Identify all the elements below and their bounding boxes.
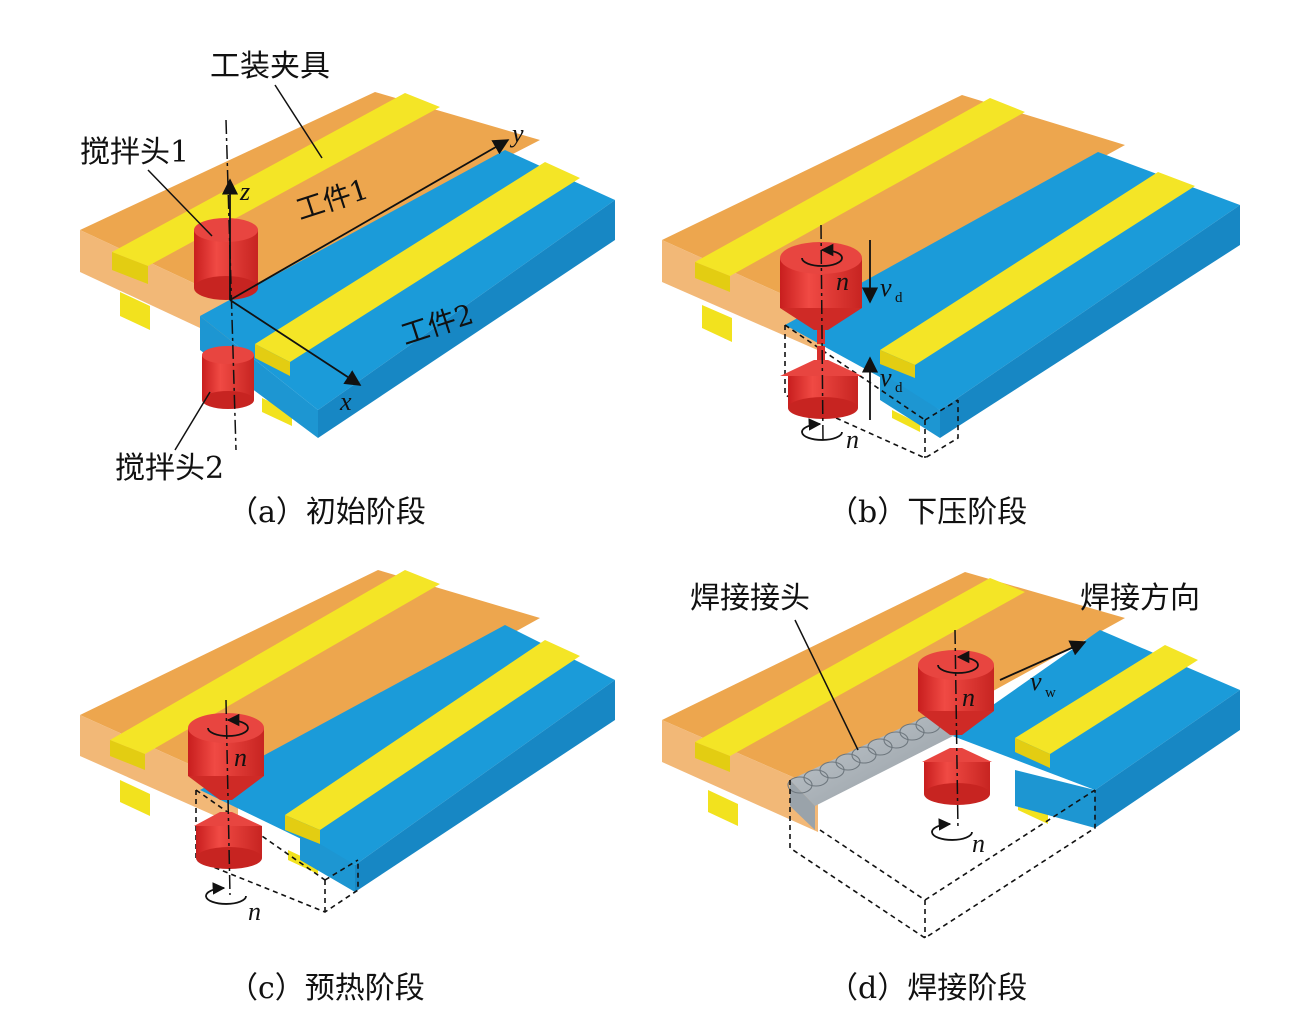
rotation-top-icon: [207, 713, 249, 737]
rotation-top-icon: [801, 243, 843, 267]
rotation-bottom-label: n: [248, 897, 261, 926]
clamp-front-top: [285, 640, 580, 830]
tool-2: [922, 748, 992, 805]
clamp-back-top: [695, 578, 1025, 756]
velocity-sub: w: [1045, 685, 1056, 701]
tool-axis-line: [225, 119, 237, 451]
panel-d: n n v w 焊接接头 焊接方向 （d）焊接阶段: [662, 572, 1240, 1006]
velocity-top-sub: d: [895, 290, 903, 306]
clamp-front-front: [1015, 738, 1050, 768]
clamp-front-front: [880, 350, 915, 378]
tool-2: [202, 346, 254, 409]
cutout-edge: [784, 324, 926, 421]
tool-axis-line: [820, 224, 824, 441]
workpiece2-front: [1015, 770, 1095, 828]
weld-joint-bead: [790, 712, 955, 806]
caption-d: （d）焊接阶段: [828, 971, 1027, 1006]
cutout-edge: [819, 829, 926, 901]
fixture-foot-mid: [892, 410, 920, 432]
fixture-foot-left: [120, 292, 150, 330]
clamp-back-top: [112, 93, 440, 266]
axis-z-label: z: [239, 177, 250, 206]
clamp-back-front: [110, 740, 145, 770]
rotation-bottom-icon: [931, 818, 973, 841]
tool-axis-line: [225, 699, 231, 896]
label-weld-joint: 焊接接头: [690, 581, 810, 616]
rotation-bottom-icon: [205, 882, 247, 905]
fixture-foot-mid: [288, 850, 318, 874]
leader-joint: [794, 619, 859, 751]
cutout-outline: [784, 325, 959, 459]
rotation-top-label: n: [962, 683, 975, 712]
velocity-top-label: v: [880, 273, 892, 302]
fixture-foot-left: [120, 780, 150, 816]
axis-y-arrow: [229, 139, 510, 301]
clamp-front-top: [880, 172, 1195, 365]
tool-1: [194, 218, 258, 300]
rotation-bottom-icon: [801, 418, 843, 441]
label-welding-direction: 焊接方向: [1080, 581, 1200, 616]
axis-x-label: x: [339, 387, 352, 416]
label-tool-2: 搅拌头2: [115, 451, 224, 486]
workpiece2-side: [355, 680, 615, 892]
workpiece2-side: [1095, 690, 1240, 828]
workpiece2-side: [318, 200, 615, 438]
axis-y-label: y: [509, 119, 524, 148]
caption-c: （c）预热阶段: [228, 971, 425, 1006]
clamp-back-top: [110, 570, 440, 754]
axis-x-arrow: [229, 299, 362, 386]
rotation-bottom-label: n: [846, 425, 859, 454]
velocity-label: v: [1030, 667, 1042, 696]
rotation-bottom-label: n: [972, 829, 985, 858]
cutout-outline: [789, 780, 1096, 939]
label-fixture: 工装夹具: [210, 49, 330, 84]
weld-ripples: [787, 716, 941, 794]
panel-c: n n （c）预热阶段: [80, 570, 615, 1006]
velocity-bottom-label: v: [880, 363, 892, 392]
clamp-back-front: [695, 742, 730, 772]
cutout-edge: [324, 859, 359, 881]
clamp-front-front: [285, 815, 320, 844]
fixture-foot-left: [708, 790, 738, 826]
tool-axis-line: [954, 629, 959, 831]
velocity-bottom-sub: d: [895, 380, 903, 396]
cutout-edge: [924, 399, 959, 421]
clamp-back-front: [695, 262, 730, 292]
rotation-top-label: n: [234, 743, 247, 772]
clamp-back-front: [112, 252, 148, 284]
caption-b: （b）下压阶段: [828, 495, 1027, 530]
clamp-front-front: [255, 344, 290, 376]
leader-tool1: [147, 169, 213, 237]
rotation-top-icon: [937, 650, 979, 674]
cutout-edge: [924, 789, 1096, 901]
label-tool-1: 搅拌头1: [80, 135, 189, 170]
panel-a: 工装夹具 搅拌头1 搅拌头2 工件1 工件2 z y x （a）初始阶段: [80, 49, 615, 530]
caption-a: （a）初始阶段: [228, 495, 426, 530]
rotation-top-label: n: [836, 267, 849, 296]
panel-b: n n v d v d （b）下压阶段: [662, 95, 1240, 530]
fixture-top: [662, 572, 1125, 788]
fixture-foot-mid: [262, 398, 292, 426]
workpiece2-side: [940, 205, 1240, 438]
clamp-back-top: [695, 98, 1025, 276]
workpiece2-front: [300, 832, 355, 892]
leader-fixture: [274, 84, 323, 159]
clamp-front-top: [255, 162, 580, 362]
fixture-foot-left: [702, 305, 732, 342]
fixture-top: [662, 95, 1125, 312]
welding-direction-arrow: [999, 640, 1087, 681]
clamp-front-top: [1015, 645, 1198, 754]
leader-tool2: [174, 391, 211, 451]
